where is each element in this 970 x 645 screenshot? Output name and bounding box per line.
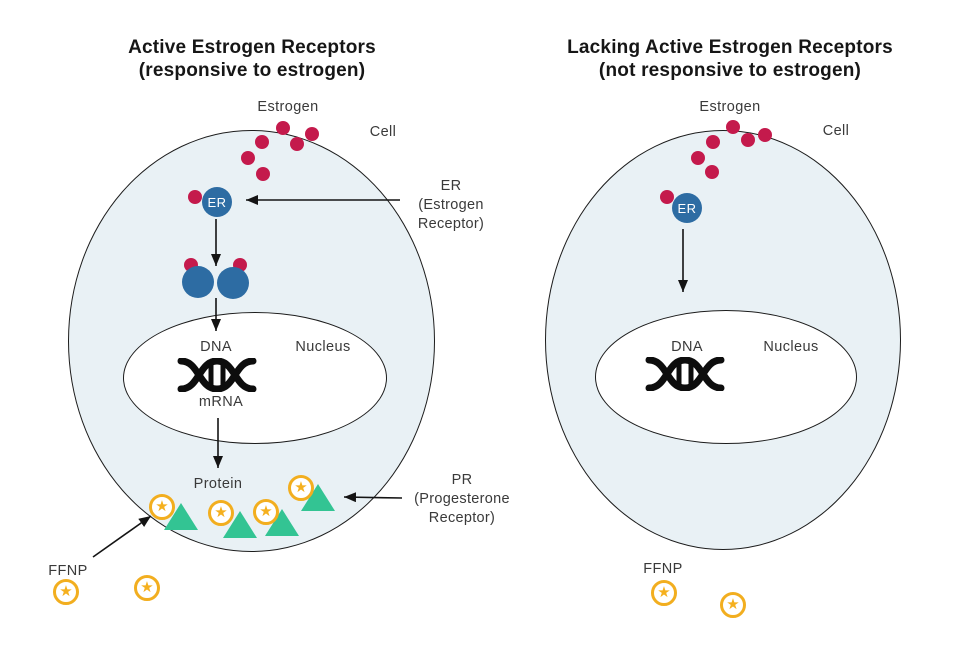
right-nucleus xyxy=(595,310,857,444)
right-cell-label: Cell xyxy=(822,123,850,139)
ffnp-tracer-icon: ★ xyxy=(651,580,677,606)
estrogen-molecule-icon xyxy=(276,121,290,135)
right-estrogen-label: Estrogen xyxy=(699,99,761,115)
ffnp-tracer-icon: ★ xyxy=(720,592,746,618)
pr-callout-line3: Receptor) xyxy=(428,509,496,526)
er-receptor-icon: ER xyxy=(672,193,702,223)
er-callout-line2: (Estrogen xyxy=(418,196,484,213)
er-dimer-icon xyxy=(182,266,214,298)
right-title-line1: Lacking Active Estrogen Receptors xyxy=(567,37,893,58)
estrogen-molecule-icon xyxy=(241,151,255,165)
right-panel-title: Lacking Active Estrogen Receptors (not r… xyxy=(567,36,893,82)
left-nucleus-label: Nucleus xyxy=(295,339,351,355)
pr-callout-label: PR (Progesterone Receptor) xyxy=(414,471,510,528)
left-protein-label: Protein xyxy=(193,476,243,492)
estrogen-molecule-icon xyxy=(256,167,270,181)
ffnp-tracer-icon: ★ xyxy=(253,499,279,525)
er-callout-label: ER (Estrogen Receptor) xyxy=(418,177,484,234)
dna-helix-icon xyxy=(645,357,725,391)
estrogen-molecule-icon xyxy=(188,190,202,204)
estrogen-molecule-icon xyxy=(706,135,720,149)
estrogen-molecule-icon xyxy=(660,190,674,204)
dna-helix-icon xyxy=(177,358,257,392)
pr-callout-line2: (Progesterone xyxy=(414,490,510,507)
er-callout-line3: Receptor) xyxy=(417,215,485,232)
estrogen-molecule-icon xyxy=(705,165,719,179)
er-callout-line1: ER xyxy=(440,178,462,194)
left-nucleus xyxy=(123,312,387,444)
right-nucleus-label: Nucleus xyxy=(763,339,819,355)
arrow-ffnp-callout xyxy=(92,515,152,558)
estrogen-molecule-icon xyxy=(691,151,705,165)
right-dna-label: DNA xyxy=(671,339,703,355)
estrogen-molecule-icon xyxy=(726,120,740,134)
estrogen-molecule-icon xyxy=(255,135,269,149)
left-title-line1: Active Estrogen Receptors xyxy=(128,37,376,58)
left-cell-label: Cell xyxy=(369,124,397,140)
ffnp-tracer-icon: ★ xyxy=(134,575,160,601)
right-ffnp-label: FFNP xyxy=(643,561,683,577)
left-panel-title: Active Estrogen Receptors (responsive to… xyxy=(128,36,376,82)
er-receptor-icon: ER xyxy=(202,187,232,217)
estrogen-molecule-icon xyxy=(305,127,319,141)
er-dimer-icon xyxy=(217,267,249,299)
ffnp-tracer-icon: ★ xyxy=(208,500,234,526)
ffnp-tracer-icon: ★ xyxy=(149,494,175,520)
estrogen-molecule-icon xyxy=(741,133,755,147)
left-dna-label: DNA xyxy=(200,339,232,355)
left-ffnp-label: FFNP xyxy=(48,563,88,579)
left-estrogen-label: Estrogen xyxy=(257,99,319,115)
er-badge-text: ER xyxy=(677,200,697,216)
er-badge-text: ER xyxy=(207,194,227,210)
left-mrna-label: mRNA xyxy=(198,394,244,410)
estrogen-molecule-icon xyxy=(290,137,304,151)
ffnp-tracer-icon: ★ xyxy=(288,475,314,501)
right-title-line2: (not responsive to estrogen) xyxy=(598,60,862,82)
ffnp-tracer-icon: ★ xyxy=(53,579,79,605)
estrogen-molecule-icon xyxy=(758,128,772,142)
left-title-line2: (responsive to estrogen) xyxy=(138,60,366,82)
pr-callout-line1: PR xyxy=(451,472,473,488)
